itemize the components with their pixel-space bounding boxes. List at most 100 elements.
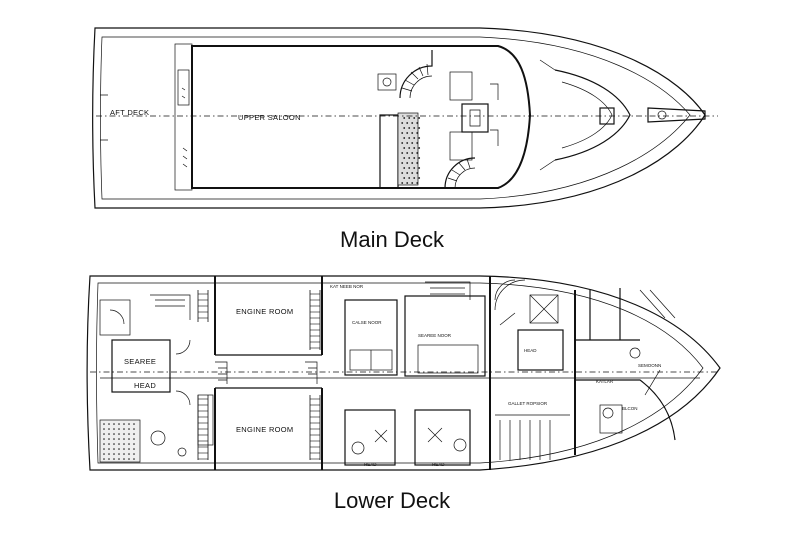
- galley-counter: [379, 114, 399, 189]
- counter-dot: [406, 142, 409, 144]
- fwd-stair: [494, 279, 526, 326]
- shower-dot: [118, 438, 120, 440]
- shower-dot: [113, 423, 115, 425]
- head-bottom-details: [374, 410, 443, 443]
- shower-dot: [103, 438, 105, 440]
- label-fwd-hall: KATLAR: [596, 379, 614, 384]
- shower-dot: [118, 448, 120, 450]
- shower-dot: [123, 423, 125, 425]
- shower-dot: [123, 443, 125, 445]
- counter-dot: [411, 162, 414, 164]
- shower-dot: [118, 433, 120, 435]
- spiral-staircase-upper: [399, 50, 433, 99]
- label-engine-room-bottom: ENGINE ROOM: [236, 425, 293, 434]
- counter-dot: [406, 162, 409, 164]
- aft-locker: [177, 69, 190, 106]
- counter-dot: [416, 142, 419, 144]
- label-galley-area: GALLET ROPSIOR: [508, 401, 548, 406]
- counter-dot: [411, 132, 414, 134]
- engine-room-walls: [215, 354, 322, 389]
- counter-dot: [418, 127, 421, 129]
- fwd-locker-x: [529, 294, 559, 324]
- counter-dot: [406, 152, 409, 154]
- shower-dot: [118, 428, 120, 430]
- counter-dot: [401, 122, 404, 124]
- label-fwd-room: SEMOONN: [638, 363, 661, 368]
- label-guest-room: CALSE NOOR: [352, 320, 382, 325]
- shower-dot: [133, 443, 135, 445]
- main-deck-plan: AFT DECK UPPER SALOON: [92, 27, 718, 209]
- label-top-corridor: KAT NEEB NOR: [330, 284, 364, 289]
- counter-dot: [408, 147, 411, 149]
- mid-bed: [417, 344, 479, 374]
- foredeck-rail: [539, 59, 556, 171]
- counter-dot: [416, 182, 419, 184]
- counter-dot: [403, 127, 406, 129]
- shower-dot: [108, 458, 110, 460]
- main-deck-aft-notch: [100, 94, 108, 141]
- shower-dot: [133, 423, 135, 425]
- label-head-bottom-right: HEAD: [432, 462, 445, 467]
- counter-dot: [416, 132, 419, 134]
- shower-dot: [113, 458, 115, 460]
- shower-dot: [133, 448, 135, 450]
- counter-dot: [408, 127, 411, 129]
- sink-fixture: [377, 73, 397, 91]
- shower-dot: [108, 423, 110, 425]
- shower-dot: [133, 428, 135, 430]
- head-bottom-right-room: [414, 409, 471, 466]
- counter-dot: [401, 182, 404, 184]
- label-stateroom-aft: SEAREE: [124, 357, 156, 366]
- engine-room-stairs: [215, 361, 318, 384]
- label-upper-saloon: UPPER SALOON: [238, 113, 301, 122]
- counter-dot: [403, 177, 406, 179]
- counter-dot: [413, 147, 416, 149]
- windshield-frame: [554, 69, 631, 161]
- shower-dot: [113, 433, 115, 435]
- head-bottom-left-room: [344, 409, 396, 466]
- counter-dot: [416, 122, 419, 124]
- aft-toilet: [150, 430, 166, 446]
- counter-dot: [416, 162, 419, 164]
- counter-dot: [403, 167, 406, 169]
- shower-dot: [108, 453, 110, 455]
- windshield-inner: [561, 81, 613, 149]
- counter-dot: [403, 147, 406, 149]
- counter-dot: [411, 152, 414, 154]
- counter-dot: [401, 162, 404, 164]
- shower-dot: [108, 433, 110, 435]
- aft-shower-dots: [103, 423, 135, 460]
- main-deck-title: Main Deck: [340, 227, 445, 252]
- counter-dot: [416, 152, 419, 154]
- shower-dot: [118, 453, 120, 455]
- shower-dot: [103, 433, 105, 435]
- counter-dot: [413, 127, 416, 129]
- shower-dot: [128, 428, 130, 430]
- shower-dot: [128, 453, 130, 455]
- shower-dot: [123, 438, 125, 440]
- guest-stateroom: [344, 299, 398, 376]
- shower-dot: [108, 438, 110, 440]
- lower-deck-hull-inner: [96, 282, 704, 464]
- counter-dot: [413, 157, 416, 159]
- counter-dot: [418, 177, 421, 179]
- counter-dot: [418, 117, 421, 119]
- shower-dot: [128, 443, 130, 445]
- shower-dot: [108, 443, 110, 445]
- shower-dot: [113, 428, 115, 430]
- main-deck-hull-outline: [92, 27, 706, 209]
- anchor-pulpit: [647, 107, 706, 123]
- sink-basin: [382, 77, 392, 87]
- helm-console: [461, 103, 489, 133]
- mid-stateroom: [404, 295, 486, 377]
- head-bottom-right-toilet: [453, 438, 467, 452]
- counter-dot: [411, 122, 414, 124]
- fwd-cabin-walls: [575, 288, 676, 441]
- head-bottom-left-toilet: [351, 441, 365, 455]
- counter-dot: [401, 152, 404, 154]
- lower-deck-plan: ENGINE ROOM ENGINE ROOM SEAREE HEAD KAT …: [86, 275, 721, 471]
- shower-dot: [103, 458, 105, 460]
- shower-dot: [123, 453, 125, 455]
